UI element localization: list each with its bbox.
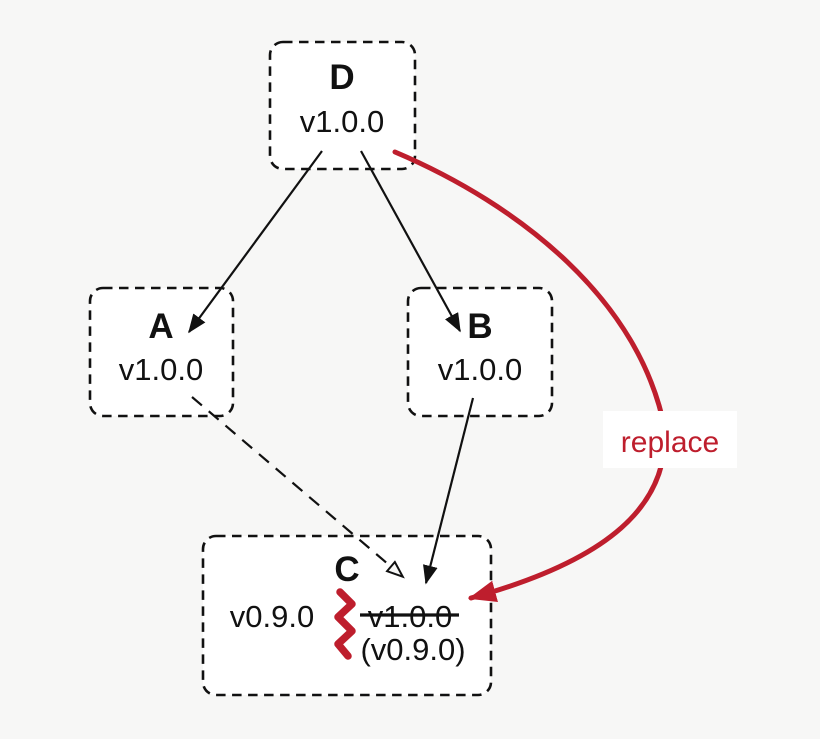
edge-d-to-a — [188, 150, 323, 334]
node-c-box — [201, 534, 493, 697]
edge-b-to-c — [423, 397, 475, 585]
node-b-label: B — [467, 307, 492, 346]
edge-d-to-b — [360, 150, 461, 333]
replace-label: replace — [621, 426, 719, 459]
node-b-version: v1.0.0 — [438, 352, 522, 387]
node-d-box — [268, 40, 417, 171]
edge-a-to-c-dashed — [191, 396, 405, 579]
node-d-version: v1.0.0 — [300, 104, 384, 139]
replace-label-background — [603, 411, 737, 468]
node-c-substituted-version: (v0.9.0) — [360, 632, 465, 667]
node-c-effective-version: v0.9.0 — [230, 599, 314, 634]
node-a-label: A — [148, 307, 173, 346]
node-b-box — [406, 286, 554, 418]
node-d-label: D — [329, 58, 354, 97]
version-conflict-zigzag-icon — [334, 588, 356, 660]
node-a-version: v1.0.0 — [119, 352, 203, 387]
node-c-label: C — [334, 550, 359, 589]
